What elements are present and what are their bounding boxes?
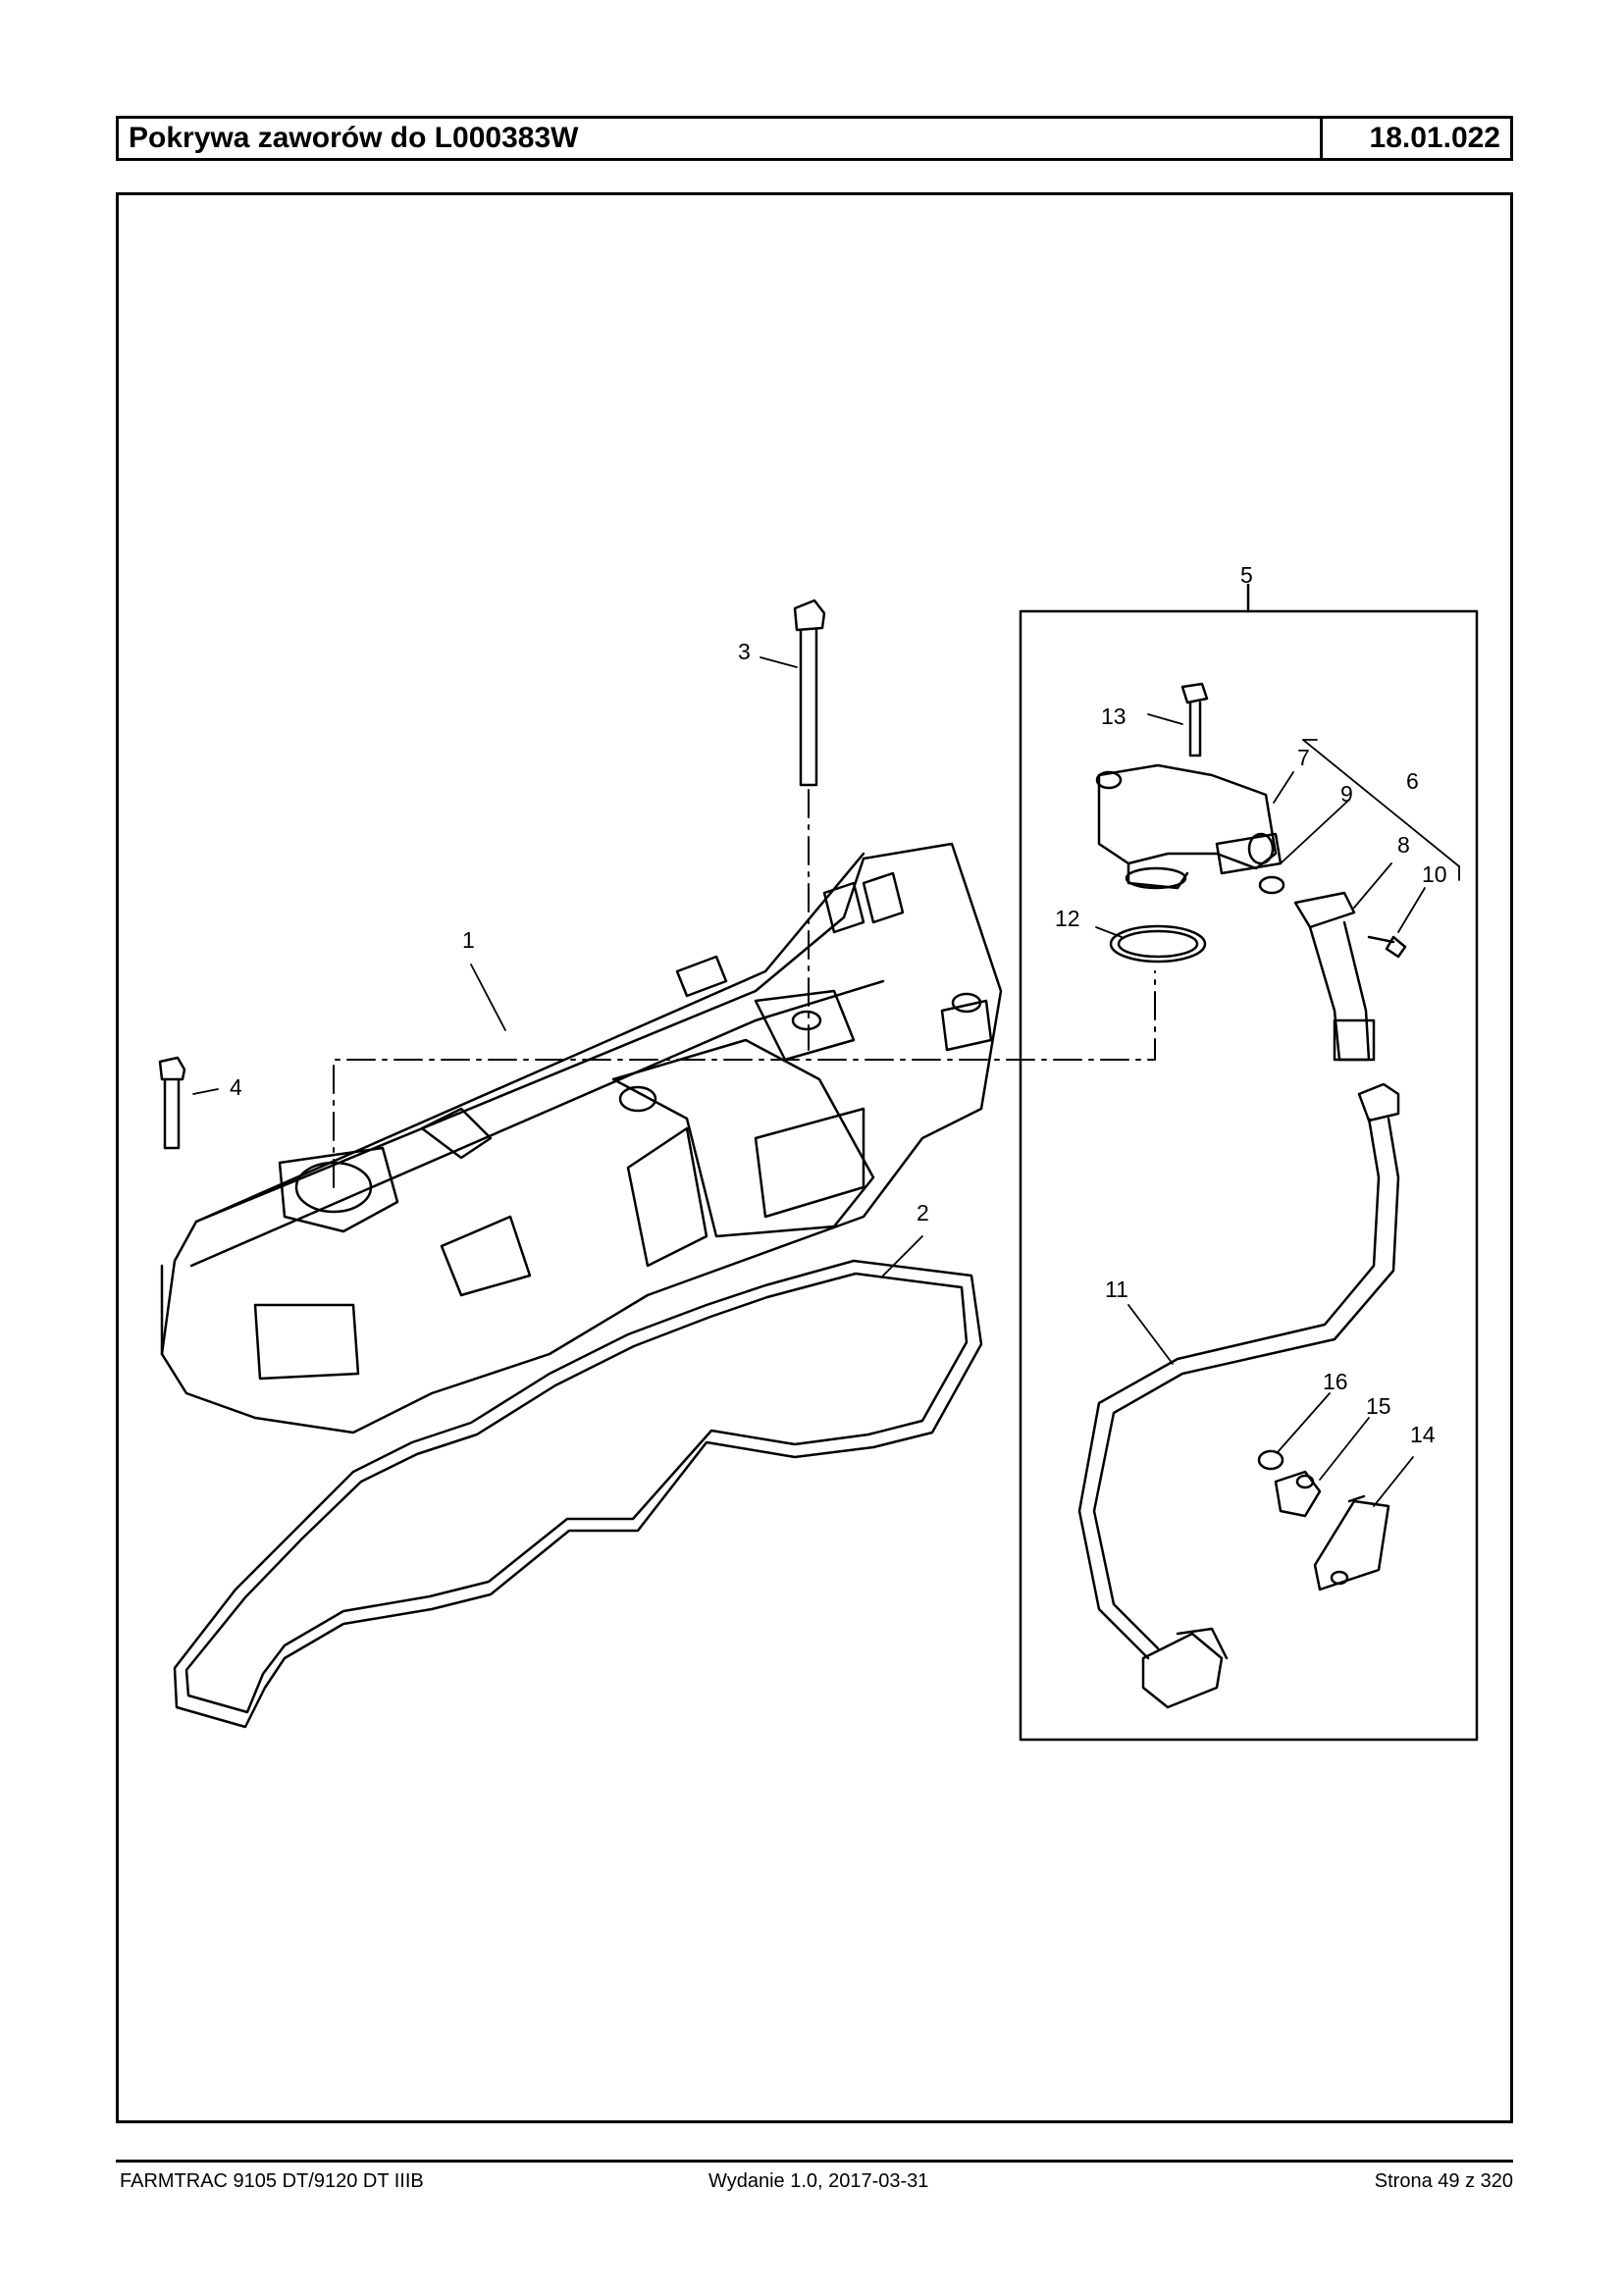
callout-6: 6 bbox=[1406, 768, 1419, 794]
breather-assembly-box bbox=[1019, 583, 1479, 1742]
pipe-elbow bbox=[1293, 891, 1376, 1062]
callout-10: 10 bbox=[1422, 861, 1447, 887]
diagram-frame bbox=[116, 192, 1513, 2123]
callout-14: 14 bbox=[1410, 1422, 1436, 1447]
valve-cover bbox=[160, 842, 1003, 1434]
elbow-bolt bbox=[1367, 935, 1407, 959]
long-bolt bbox=[793, 599, 826, 787]
callout-13: 13 bbox=[1101, 704, 1126, 729]
housing-bolt bbox=[1180, 682, 1209, 757]
callout-4: 4 bbox=[230, 1074, 242, 1100]
breather-housing bbox=[1095, 763, 1283, 890]
callout-2: 2 bbox=[917, 1200, 929, 1226]
clip-parts bbox=[1257, 1449, 1390, 1591]
leader-lines bbox=[192, 656, 1460, 1507]
callout-1: 1 bbox=[462, 927, 475, 953]
callout-9: 9 bbox=[1340, 781, 1353, 807]
callout-12: 12 bbox=[1055, 906, 1080, 931]
callout-labels: 1 2 3 4 5 6 7 8 9 10 11 12 13 14 15 16 bbox=[230, 562, 1447, 1447]
footer-page-number: Strona 49 z 320 bbox=[1374, 2170, 1513, 2192]
section-code: 18.01.022 bbox=[1320, 119, 1510, 158]
footer-rule bbox=[116, 2160, 1513, 2163]
page-header: Pokrywa zaworów do L000383W 18.01.022 bbox=[116, 116, 1513, 161]
page-title: Pokrywa zaworów do L000383W bbox=[129, 122, 579, 154]
footer-edition: Wydanie 1.0, 2017-03-31 bbox=[708, 2170, 929, 2192]
callout-3: 3 bbox=[738, 639, 751, 664]
o-ring-small bbox=[1258, 875, 1285, 895]
footer-model: FARMTRAC 9105 DT/9120 DT IIIB bbox=[120, 2170, 424, 2192]
callout-5: 5 bbox=[1240, 562, 1253, 588]
callout-7: 7 bbox=[1297, 745, 1310, 770]
o-ring-large bbox=[1109, 924, 1207, 964]
callout-8: 8 bbox=[1397, 832, 1410, 858]
short-bolt bbox=[158, 1056, 186, 1150]
valve-cover-gasket bbox=[173, 1259, 983, 1729]
callout-16: 16 bbox=[1323, 1369, 1348, 1394]
callout-11: 11 bbox=[1105, 1277, 1128, 1302]
callout-15: 15 bbox=[1366, 1393, 1391, 1419]
breather-hose bbox=[1077, 1082, 1400, 1709]
